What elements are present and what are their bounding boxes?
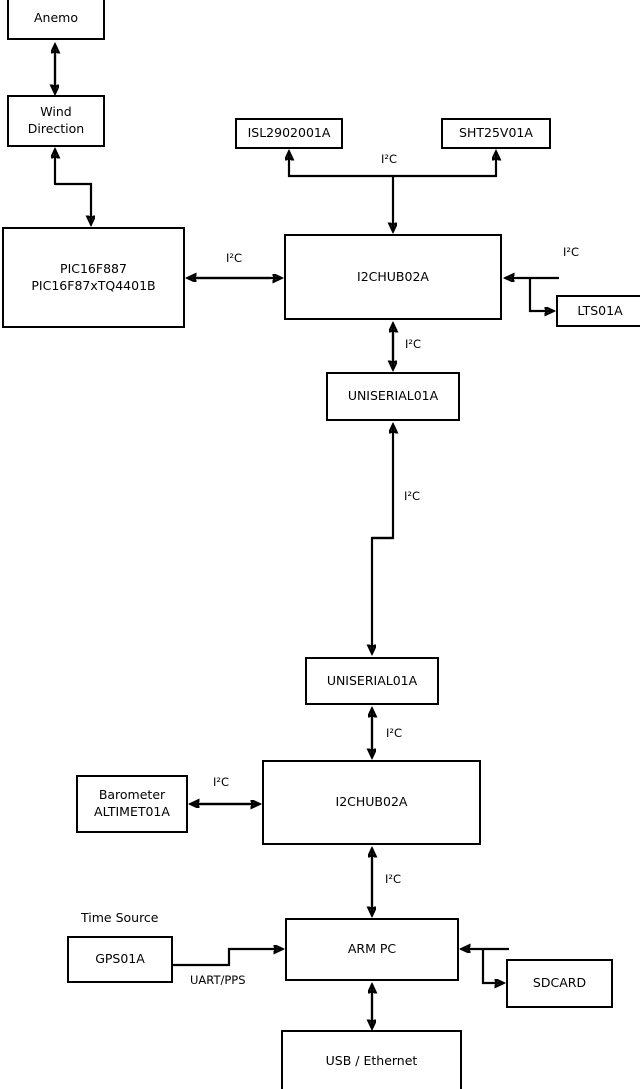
node-wind-direction[interactable]: Wind Direction — [7, 95, 105, 147]
edge-label-top-i2c-bus: I²C — [381, 152, 398, 166]
edge-label-hub-to-armpc: I²C — [385, 872, 402, 886]
connector-armpc-to-sdcard — [481, 949, 503, 983]
connector-bus-to-sht — [393, 152, 496, 178]
edge-label-uniserial-to-hub-bottom: I²C — [386, 726, 403, 740]
node-pic-mcu[interactable]: PIC16F887 PIC16F87xTQ4401B — [2, 227, 185, 328]
node-sdcard[interactable]: SDCARD — [506, 959, 613, 1008]
edge-label-barometer-to-hub: I²C — [213, 775, 230, 789]
edge-label-pic-to-hub: I²C — [226, 251, 243, 265]
node-sht25v01a[interactable]: SHT25V01A — [441, 118, 551, 149]
connector-bus-to-isl — [289, 152, 393, 178]
connector-uniserial-link-up — [372, 425, 393, 540]
node-uniserial01a-upper[interactable]: UNISERIAL01A — [326, 372, 460, 421]
node-i2chub02a-top[interactable]: I2CHUB02A — [284, 234, 502, 320]
connector-wind-to-pic — [55, 182, 91, 224]
node-isl2902001a[interactable]: ISL2902001A — [235, 118, 343, 149]
node-gps01a[interactable]: GPS01A — [67, 936, 173, 983]
connector-hub-to-lts — [528, 278, 553, 311]
node-usb-ethernet[interactable]: USB / Ethernet — [281, 1030, 462, 1089]
label-time-source: Time Source — [81, 910, 159, 925]
node-barometer-altimet01a[interactable]: Barometer ALTIMET01A — [76, 775, 188, 833]
node-anemo[interactable]: Anemo — [7, 0, 105, 40]
connector-uniserial-link-down — [372, 536, 393, 653]
node-lts01a[interactable]: LTS01A — [556, 295, 640, 327]
node-uniserial01a-lower[interactable]: UNISERIAL01A — [305, 657, 439, 705]
node-arm-pc[interactable]: ARM PC — [285, 918, 459, 981]
edge-label-hub-to-lts: I²C — [563, 245, 580, 259]
connector-gps-armpc — [173, 949, 282, 967]
edge-label-gps-to-armpc: UART/PPS — [190, 973, 246, 987]
edge-label-hub-to-uniserial: I²C — [405, 337, 422, 351]
node-i2chub02a-bottom[interactable]: I2CHUB02A — [262, 760, 481, 845]
edge-label-uniserial-link: I²C — [404, 489, 421, 503]
